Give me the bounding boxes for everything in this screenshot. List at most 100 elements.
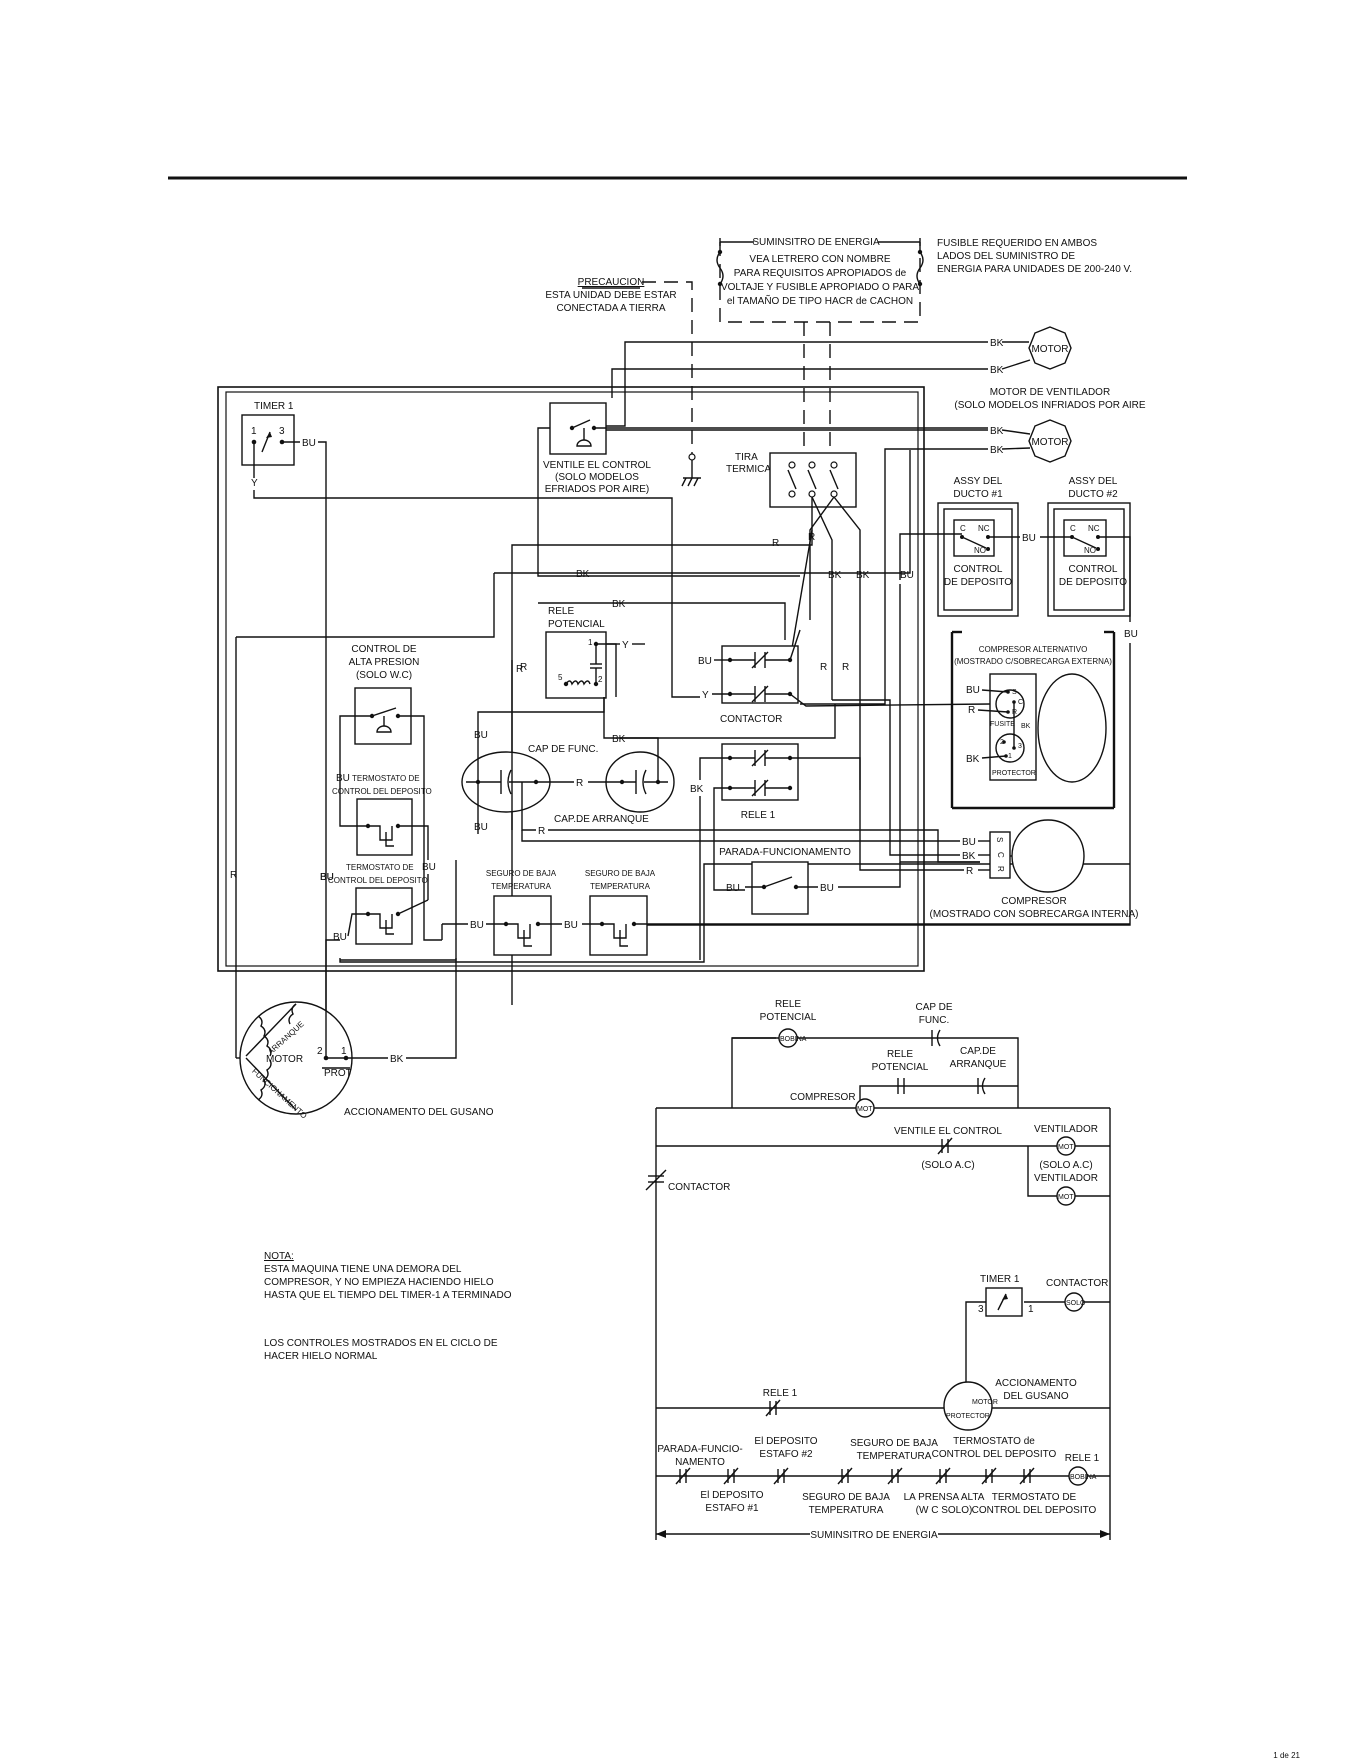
compressor-r: R <box>996 866 1005 872</box>
ladder-seguro-a2: TEMPERATURA <box>857 1451 932 1462</box>
ladder-parada2: NAMENTO <box>675 1457 725 1468</box>
ground-icon <box>681 453 701 487</box>
ladder-solo: SOLO <box>1066 1300 1086 1307</box>
start-capacitor-label: CAP.DE ARRANQUE <box>554 814 649 825</box>
ladder-seguro-b1: SEGURO DE BAJA <box>802 1492 890 1503</box>
relay-1-label: RELE 1 <box>741 810 776 821</box>
low-temp-safety-2: SEGURO DE BAJA TEMPERATURA <box>585 869 656 956</box>
auger-motor-caption: ACCIONAMENTO DEL GUSANO <box>344 1107 494 1118</box>
ladder-rele1: RELE 1 <box>763 1388 798 1399</box>
duct-assembly-2: ASSY DEL DUCTO #2 C NC NO CONTROL DE DEP… <box>1047 476 1131 617</box>
ladder-rele-pot1: RELE <box>775 999 801 1010</box>
duct-1-nc: NC <box>978 524 990 533</box>
recip-n2: 2 <box>1000 739 1004 746</box>
wire-label-bk-4: BK <box>990 445 1004 456</box>
duct-2-control1: CONTROL <box>1069 564 1118 575</box>
fan-motor-2: MOTOR <box>1001 419 1072 463</box>
bin-thermostat-1-label1: TERMOSTATO DE <box>352 774 420 783</box>
low-temp-1-label1: SEGURO DE BAJA <box>486 869 557 878</box>
recip-c: C <box>1018 699 1023 706</box>
caution-title: PRECAUCION <box>578 277 645 288</box>
high-pressure-label3: (SOLO W.C) <box>356 670 412 681</box>
wire-label-r-contactor-1: R <box>820 662 827 673</box>
wire-label-bk-1: BK <box>990 338 1004 349</box>
high-pressure-control: CONTROL DE ALTA PRESION (SOLO W.C) <box>349 644 419 745</box>
ladder-termo-a1: TERMOSTATO de <box>953 1436 1035 1447</box>
compressor: S C R COMPRESOR (MOSTRADO CON SOBRECARGA… <box>930 819 1138 920</box>
vent-control-label3: EFRIADOS POR AIRE) <box>545 484 649 495</box>
supply-line4: el TAMAÑO DE TIPO HACR de CACHON <box>727 294 913 307</box>
wire-label-left-bu: BU <box>320 872 334 883</box>
ladder-bobina-2: BOBINA <box>1070 1474 1097 1481</box>
run-capacitor <box>461 751 551 813</box>
auger-motor: ARRANQUE MOTOR FUNCIONAMENTO 2 1 PROT AC… <box>239 1001 494 1120</box>
ladder-solo-ac2: (SOLO A.C) <box>1039 1160 1092 1171</box>
caution-note: PRECAUCION ESTA UNIDAD DEBE ESTAR CONECT… <box>545 277 676 314</box>
ladder-solo-ac: (SOLO A.C) <box>921 1160 974 1171</box>
bin-thermostat-2: TERMOSTATO DE CONTROL DEL DEPOSITO <box>328 863 428 945</box>
wire-label-bu-v: BU <box>900 570 914 581</box>
ladder-mot-comp: MOT <box>857 1106 873 1113</box>
wire-label-bu-contactor: BU <box>698 656 712 667</box>
control-box-inner <box>225 391 919 967</box>
relay-1: RELE 1 <box>721 743 799 821</box>
low-temp-2-label1: SEGURO DE BAJA <box>585 869 656 878</box>
duct-2-label1: ASSY DEL <box>1069 476 1118 487</box>
ladder-supply: SUMINSITRO DE ENERGIA <box>810 1530 938 1541</box>
ladder-ventilador2: VENTILADOR <box>1034 1173 1098 1184</box>
compressor-label1: COMPRESOR <box>1001 896 1067 907</box>
ladder-motor: MOTOR <box>972 1399 998 1406</box>
fuse-note-line1: FUSIBLE REQUERIDO EN AMBOS <box>937 238 1097 249</box>
duct-2-no: NO <box>1084 546 1096 555</box>
thermal-strip-label2: TERMICA <box>726 464 771 475</box>
duct-1-label1: ASSY DEL <box>954 476 1003 487</box>
fuse-note-line2: LADOS DEL SUMINISTRO DE <box>937 251 1075 262</box>
fuse-note: FUSIBLE REQUERIDO EN AMBOS LADOS DEL SUM… <box>937 238 1132 275</box>
recip-compressor: COMPRESOR ALTERNATIVO (MOSTRADO C/SOBREC… <box>950 630 1116 810</box>
wire-label-bk-h: BK <box>576 569 590 580</box>
vent-control-label2: (SOLO MODELOS <box>555 472 639 483</box>
timer-1-terminal-1: 1 <box>251 426 257 437</box>
duct-1-control1: CONTROL <box>954 564 1003 575</box>
ladder-ventile: VENTILE EL CONTROL <box>894 1126 1002 1137</box>
wire-label-bk-strip-1: BK <box>828 570 842 581</box>
duct-1-control2: DE DEPOSITO <box>944 577 1012 588</box>
vent-control-label1: VENTILE EL CONTROL <box>543 460 651 471</box>
low-temp-1-label2: TEMPERATURA <box>491 882 552 891</box>
potential-relay: RELE POTENCIAL 1 2 5 <box>545 606 607 699</box>
supply-line1: VEA LETRERO CON NOMBRE <box>749 254 890 265</box>
wire-label-bu-lt2: BU <box>564 920 578 931</box>
ladder-seguro-b2: TEMPERATURA <box>809 1505 884 1516</box>
wire-label-bk-h2: BK <box>612 599 626 610</box>
wire-label-comp-bu: BU <box>962 837 976 848</box>
thermal-strip-label1: TIRA <box>735 452 758 463</box>
ladder-termo-b1: TERMOSTATO DE <box>992 1492 1077 1503</box>
note-line5: HACER HIELO NORMAL <box>264 1351 378 1362</box>
bin-thermostat-1-label2: CONTROL DEL DEPOSITO <box>332 787 432 796</box>
wire-label-y-relay: Y <box>622 640 629 651</box>
duct-2-control2: DE DEPOSITO <box>1059 577 1127 588</box>
auger-terminal-2: 2 <box>317 1046 323 1057</box>
high-pressure-label1: CONTROL DE <box>351 644 417 655</box>
wire-label-r-contactor-2: R <box>842 662 849 673</box>
potential-relay-label1: RELE <box>548 606 574 617</box>
auger-motor-label: MOTOR <box>266 1054 303 1065</box>
recip-s: S <box>1012 689 1017 696</box>
wire-label-r-strip-2: R <box>808 532 815 543</box>
ladder-contacts <box>675 1467 1035 1485</box>
bin-thermostat-2-label2: CONTROL DEL DEPOSITO <box>328 876 428 885</box>
wire-label-cap-bu-2: BU <box>474 822 488 833</box>
recip-n3: 3 <box>1018 743 1022 750</box>
auger-prot: PROT <box>324 1068 352 1079</box>
ladder-diagram: BOBINA RELE POTENCIAL CAP DE FUNC. RELE … <box>645 999 1111 1541</box>
ladder-accionamento1: ACCIONAMENTO <box>995 1378 1077 1389</box>
recip-bk: BK <box>1021 723 1031 730</box>
ladder-cap-arr2: ARRANQUE <box>950 1059 1007 1070</box>
note-line1: ESTA MAQUINA TIENE UNA DEMORA DEL <box>264 1264 462 1275</box>
ladder-t1: 1 <box>1028 1304 1034 1315</box>
ladder-protector: PROTECTOR <box>946 1413 990 1420</box>
ladder-bobina-1: BOBINA <box>780 1036 807 1043</box>
supply-title: SUMINSITRO DE ENERGIA <box>752 237 880 248</box>
potential-relay-n2: 2 <box>598 675 603 684</box>
wire-label-bk-2: BK <box>990 365 1004 376</box>
